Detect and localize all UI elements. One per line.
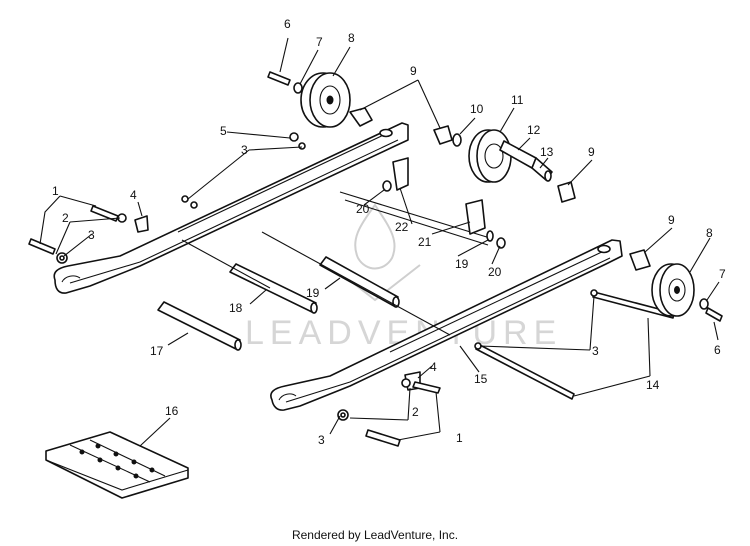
cross-shaft-18 [229, 263, 318, 314]
bracket-21 [465, 199, 486, 235]
callout-20-a: 20 [356, 202, 370, 216]
callout-6-top: 6 [284, 17, 291, 31]
cross-shaft-17 [157, 301, 242, 351]
washer-20-a [382, 180, 392, 192]
long-bolt-14 [474, 289, 675, 400]
bolt-right-rail [412, 381, 441, 394]
callout-2-right: 2 [412, 405, 419, 419]
callout-15: 15 [474, 372, 488, 386]
spacer-9-c [557, 181, 576, 203]
callout-13: 13 [540, 145, 554, 159]
idler-wheel-8-top [300, 72, 351, 128]
callout-3-right: 3 [592, 344, 599, 358]
footer-credit: Rendered by LeadVenture, Inc. [291, 528, 459, 542]
idler-wheel-11 [468, 129, 512, 183]
callout-1-right: 1 [456, 431, 463, 445]
callout-4-left: 4 [130, 188, 137, 202]
callout-9-mid: 9 [588, 145, 595, 159]
bolt-6-right [705, 307, 723, 322]
callout-10: 10 [470, 102, 484, 116]
washer-10 [452, 133, 462, 147]
callout-7-top: 7 [316, 35, 323, 49]
callout-2-left: 2 [62, 211, 69, 225]
callout-6-right: 6 [714, 343, 721, 357]
rear-axle [339, 191, 491, 239]
callout-9-right: 9 [668, 213, 675, 227]
idler-wheel-8-right [651, 263, 695, 317]
washer-7-right [699, 298, 709, 310]
callout-18: 18 [229, 301, 243, 315]
callout-21: 21 [418, 235, 432, 249]
callout-19-right: 19 [455, 257, 469, 271]
washer-7-top [293, 82, 303, 94]
callout-20-b: 20 [488, 265, 502, 279]
bolt-6-top [267, 71, 291, 86]
axle-12-13 [499, 140, 553, 182]
leader-lines [39, 37, 720, 447]
callout-8-top: 8 [348, 31, 355, 45]
callout-14: 14 [646, 378, 660, 392]
bracket-4-left [134, 215, 149, 233]
callout-11: 11 [511, 93, 524, 107]
cross-shaft-19 [319, 256, 400, 308]
callout-3-bottom: 3 [318, 433, 325, 447]
callout-5: 5 [220, 124, 227, 138]
spacer-9-a [349, 107, 373, 127]
washer-20-b [496, 237, 506, 249]
axle-end-19 [486, 230, 494, 242]
callout-8-right: 8 [706, 226, 713, 240]
callout-1-left: 1 [52, 184, 59, 198]
washer-2-right [401, 378, 411, 388]
callout-22: 22 [395, 220, 409, 234]
bracket-22 [392, 157, 409, 191]
washer-3-left [181, 195, 189, 203]
callout-17: 17 [150, 344, 164, 358]
bolt-1-right [337, 409, 401, 447]
spacer-9-b [433, 125, 453, 145]
callout-12: 12 [527, 123, 541, 137]
callout-4-right: 4 [430, 360, 437, 374]
callout-9-top: 9 [410, 64, 417, 78]
right-slide-rail [270, 239, 623, 411]
callout-16: 16 [165, 404, 179, 418]
washer-3-upper [298, 142, 306, 150]
callout-labels: 6 7 8 9 10 11 12 13 9 5 3 4 1 2 3 20 22 … [52, 17, 726, 447]
wear-plate-16 [45, 431, 189, 499]
callout-3-left: 3 [88, 228, 95, 242]
nut-5 [289, 132, 299, 142]
left-slide-rail [53, 122, 409, 294]
spacer-9-d [629, 249, 651, 271]
callout-19-left: 19 [306, 286, 320, 300]
bolt-1-lower-left [28, 238, 68, 264]
callout-3-upper: 3 [241, 143, 248, 157]
callout-7-right: 7 [719, 267, 726, 281]
